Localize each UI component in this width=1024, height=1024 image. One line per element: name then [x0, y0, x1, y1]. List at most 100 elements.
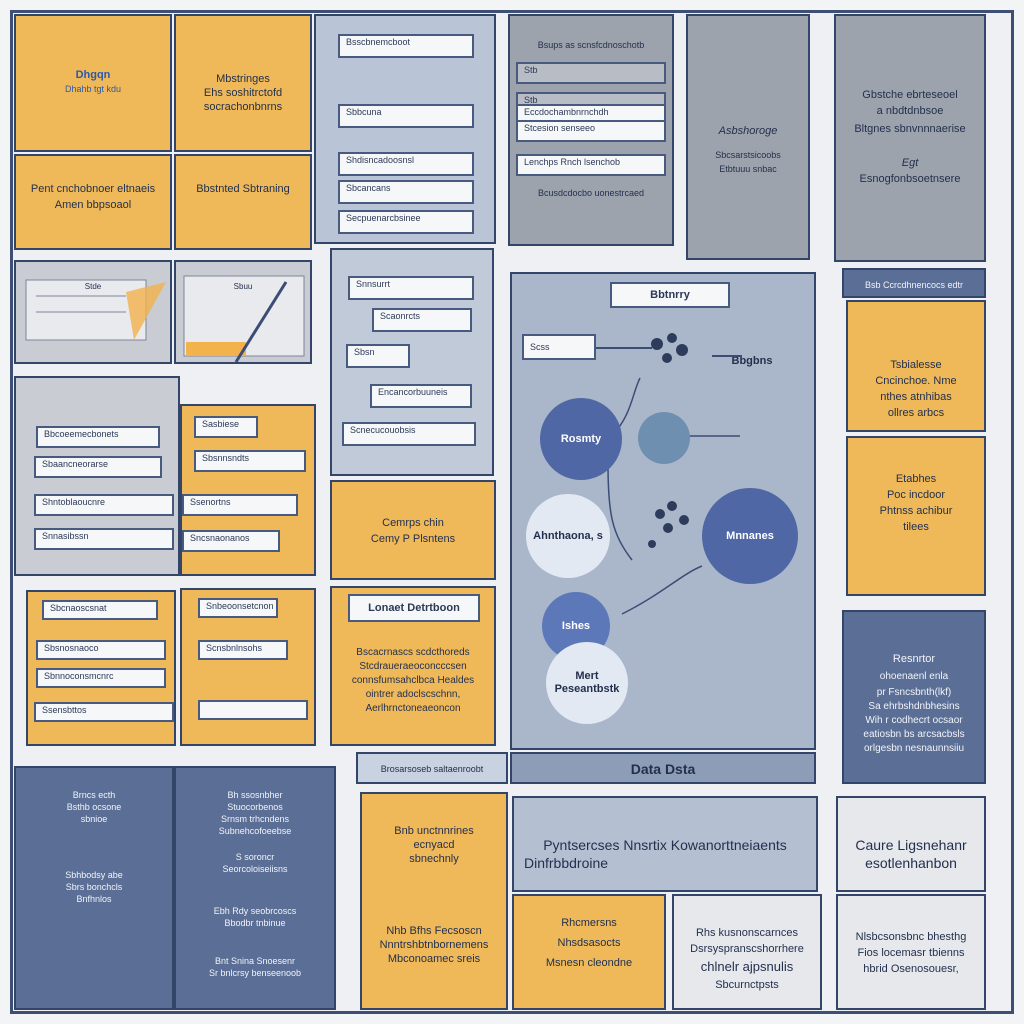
form-field[interactable]: Secpuenarcbsinee — [338, 210, 474, 234]
panel-line: eatiosbn bs arcsacbsls — [863, 729, 965, 740]
tile-sub: Dhahb tgt kdu — [64, 84, 122, 94]
tile-line: Phtnss achibur — [879, 505, 953, 517]
dark-panel-left: Brncs ecth Bsthb ocsone sbnioe Sbhbodsy … — [14, 766, 174, 1010]
tile-line: Cemrps chin — [382, 517, 444, 529]
tile-line: Amen bbpsoaol — [54, 199, 132, 211]
tile-line: Etabhes — [895, 473, 937, 485]
form-field[interactable]: Sbsnnsndts — [194, 450, 306, 472]
panel-line: Nlsbcsonsbnc bhesthg — [855, 931, 967, 943]
form-field[interactable]: Snbeoonsetcnon — [198, 598, 278, 618]
tile-line: ollres arbcs — [887, 407, 945, 419]
panel-line: Bh ssosnbher — [227, 790, 283, 800]
form-field[interactable]: Encancorbuuneis — [370, 384, 472, 408]
form-field[interactable]: Ssenortns — [182, 494, 298, 516]
form-field[interactable]: Lenchps Rnch lsenchob — [516, 154, 666, 176]
grey-panel-gbstche: Gbstche ebrteseoel a nbdtdnbsoe Bltgnes … — [834, 14, 986, 262]
form-field[interactable]: Scnsbnlnsohs — [198, 640, 288, 660]
panel-line: Srnsm trhcndens — [220, 814, 290, 824]
grey-panel-asbshoroge: Asbshoroge Sbcsarstsicoobs Etbtuuu snbac — [686, 14, 810, 260]
panel-line: Sbrs bonchcls — [65, 882, 123, 892]
tile-line: Poc incdoor — [886, 489, 946, 501]
diagram-input-box[interactable]: Scss — [522, 334, 596, 360]
tile-line: Tsbialesse — [890, 359, 942, 371]
tile-etabhes: Etabhes Poc incdoor Phtnss achibur tilee… — [846, 436, 986, 596]
node-circle-small[interactable] — [638, 412, 690, 464]
panel-line: Bsthb ocsone — [66, 802, 122, 812]
grey-panel-forms: Bsups as scnsfcdnoschotb Stb Stb Eccdoch… — [508, 14, 674, 246]
screenshot-tile: Sbuu — [174, 260, 312, 364]
dark-panel-resnrtor: Resnrtor ohoenaenl enla pr Fsncsbnth(lkf… — [842, 610, 986, 784]
form-field[interactable]: Sasbiese — [194, 416, 258, 438]
tile-line: Cemy P Plsntens — [370, 533, 456, 545]
tile-line: Mbconoamec sreis — [387, 953, 481, 965]
node-circle[interactable]: Mert Peseantbstk — [546, 642, 628, 724]
form-field[interactable]: Bsscbnemcboot — [338, 34, 474, 58]
panel-line: Fios locemasr tbienns — [857, 947, 965, 959]
tile-line: sbnechnly — [409, 853, 459, 865]
panel-line: pr Fsncsbnth(lkf) — [876, 687, 952, 698]
tile-bnb: Bnb unctnnrines ecnyacd sbnechnly Nhb Bf… — [360, 792, 508, 1010]
panel-line: Wih r codhecrt ocsaor — [865, 715, 963, 726]
tile-line: ecnyacd — [413, 839, 455, 851]
form-field[interactable]: Scnecucouobsis — [342, 422, 476, 446]
panel-line: Etbtuuu snbac — [719, 164, 777, 174]
form-field[interactable]: Sbbcuna — [338, 104, 474, 128]
tile-line: Cncinchoe. Nme — [875, 375, 957, 387]
panel-line: Bnfhnlos — [76, 894, 112, 904]
screenshot-tile: Stde — [14, 260, 172, 364]
form-field[interactable]: Stb — [516, 62, 666, 84]
diagram-connectors — [596, 333, 742, 615]
band-label: Brosarsoseb saltaenroobt — [380, 764, 484, 774]
left-form-panel-yellow: Sasbiese Sbsnnsndts Ssenortns Sncsnaonan… — [180, 404, 316, 576]
form-field[interactable]: Snnsurrt — [348, 276, 474, 300]
panel-line: Dsrsyspranscshorrhere — [690, 943, 804, 955]
tile-line: connsfumsahclbca Healdes — [351, 675, 475, 686]
left-form-panel-3: Snbeoonsetcnon Scnsbnlnsohs — [180, 588, 316, 746]
panel-caption: Bcusdcdocbo uonestrcaed — [537, 188, 645, 198]
panel-line: a nbdtdnbsoe — [876, 105, 944, 117]
panel-pyntsercses: Pyntsercses Nnsrtix Kowanorttneiaents Di… — [512, 796, 818, 892]
form-field[interactable]: Shdisncadoosnsl — [338, 152, 474, 176]
form-field[interactable]: Sbnnoconsmcnrc — [36, 668, 166, 688]
node-circle[interactable]: Mnnanes — [702, 488, 798, 584]
form-field[interactable]: Sbcancans — [338, 180, 474, 204]
panel-title: Pyntsercses Nnsrtix Kowanorttneiaents — [543, 837, 787, 853]
panel-line: hbrid Osenosouesr, — [863, 963, 959, 975]
form-field[interactable]: Sbaancneorarse — [34, 456, 162, 478]
panel-line: Sbcurnctpsts — [715, 979, 779, 991]
screen-label: Stde — [84, 282, 102, 291]
panel-title: Asbshoroge — [718, 125, 778, 137]
form-field[interactable]: Scaonrcts — [372, 308, 472, 332]
band-right: Data Dsta — [510, 752, 816, 784]
form-field[interactable]: Sncsnaonanos — [182, 530, 280, 552]
tile-lonaet: Lonaet Detrtboon Bscacrnascs scdcthoreds… — [330, 586, 496, 746]
form-field[interactable]: Shntoblaoucnre — [34, 494, 174, 516]
panel-line: Stuocorbenos — [227, 802, 283, 812]
form-panel-top: Bsscbnemcboot Sbbcuna Shdisncadoosnsl Sb… — [314, 14, 496, 244]
panel-line: Bbodbr tnbinue — [224, 918, 286, 928]
form-field[interactable]: Sbcnaoscsnat — [42, 600, 158, 620]
panel-line: Sa ehrbshdnbhesins — [868, 701, 960, 712]
form-field[interactable]: Stcesion senseeo — [516, 120, 666, 142]
tile-line: ointrer adoclscschnn, — [365, 689, 461, 700]
tile-line: nthes atnhibas — [880, 391, 952, 403]
tile-line: Msnesn cleondne — [545, 957, 633, 969]
form-field[interactable]: Sbsnosnaoco — [36, 640, 166, 660]
tile-line: Bscacrnascs scdcthoreds — [356, 647, 470, 658]
panel-line: Resnrtor — [892, 653, 936, 665]
panel-line: Bltgnes sbnvnnnaerise — [854, 123, 966, 135]
form-field[interactable]: Snnasibssn — [34, 528, 174, 550]
form-field[interactable]: Sbsn — [346, 344, 410, 368]
form-field[interactable] — [198, 700, 308, 720]
panel-heading: Bsups as scnsfcdnoschotb — [537, 40, 645, 50]
screen-label: Sbuu — [233, 282, 253, 291]
tile-line: Stcdraueraeoconcccsen — [359, 661, 467, 672]
tile-line: Bbstnted Sbtraning — [196, 183, 290, 195]
form-field[interactable]: Ssensbttos — [34, 702, 174, 722]
panel-line: Brncs ecth — [72, 790, 116, 800]
form-field[interactable]: Bbcoeemecbonets — [36, 426, 160, 448]
node-circle[interactable]: Ahnthaona, s — [526, 494, 610, 578]
tile-line: Nhb Bfhs Fecsoscn — [386, 925, 482, 937]
panel-line: Subnehcofoeebse — [218, 826, 292, 836]
node-circle[interactable]: Rosmty — [540, 398, 622, 480]
